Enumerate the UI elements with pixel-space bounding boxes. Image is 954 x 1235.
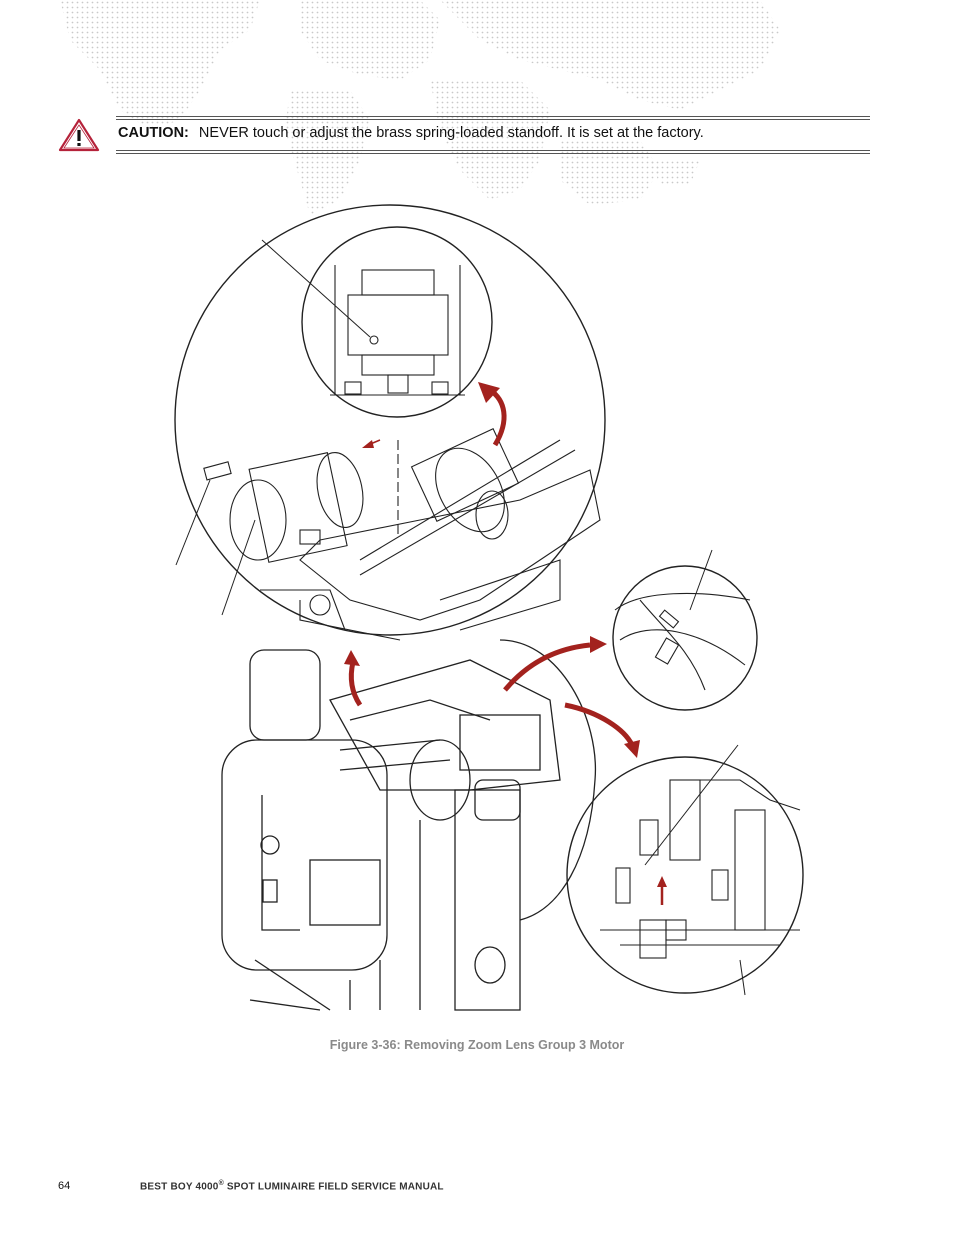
caution-rule-bottom [116,150,870,154]
manual-title-suffix: SPOT LUMINAIRE FIELD SERVICE MANUAL [223,1181,444,1193]
page-number: 64 [58,1180,71,1192]
caution-label: CAUTION: [118,125,189,141]
caution-rule-top [116,116,870,120]
figure-caption: Figure 3-36: Removing Zoom Lens Group 3 … [329,1038,625,1052]
standoff-leader-line [261,239,371,338]
cable-tie-leader-line [689,549,713,611]
screw-leader-line [175,479,211,566]
connector-drawing [600,779,801,959]
connector-leader-line [644,744,739,866]
warning-triangle-icon [58,118,100,152]
world-map-background [60,0,780,215]
zoom-motor-removal-illustration [174,204,804,1011]
cable-tie-drawing [614,592,751,691]
manual-title: BEST BOY 4000® SPOT LUMINAIRE FIELD SERV… [140,1180,444,1192]
registered-mark: ® [218,1180,224,1187]
manual-title-prefix: BEST BOY 4000 [140,1181,219,1193]
brass-standoff-drawing [330,265,465,396]
cable-tie-detail-callout [612,565,758,711]
standoff-detail-callout [301,226,493,418]
caution-notice: CAUTION: NEVER touch or adjust the brass… [58,116,870,156]
zoom-motor-drawing [203,428,601,641]
caution-message: NEVER touch or adjust the brass spring-l… [198,125,704,141]
harness-leader-line [739,959,746,996]
luminaire-head-drawing [221,639,597,1011]
motor-leader-line [221,519,256,616]
direction-arrows [344,382,667,905]
motor-detail-callout [174,204,606,636]
caution-text: CAUTION: NEVER touch or adjust the brass… [118,125,704,141]
connector-detail-callout [566,756,804,994]
